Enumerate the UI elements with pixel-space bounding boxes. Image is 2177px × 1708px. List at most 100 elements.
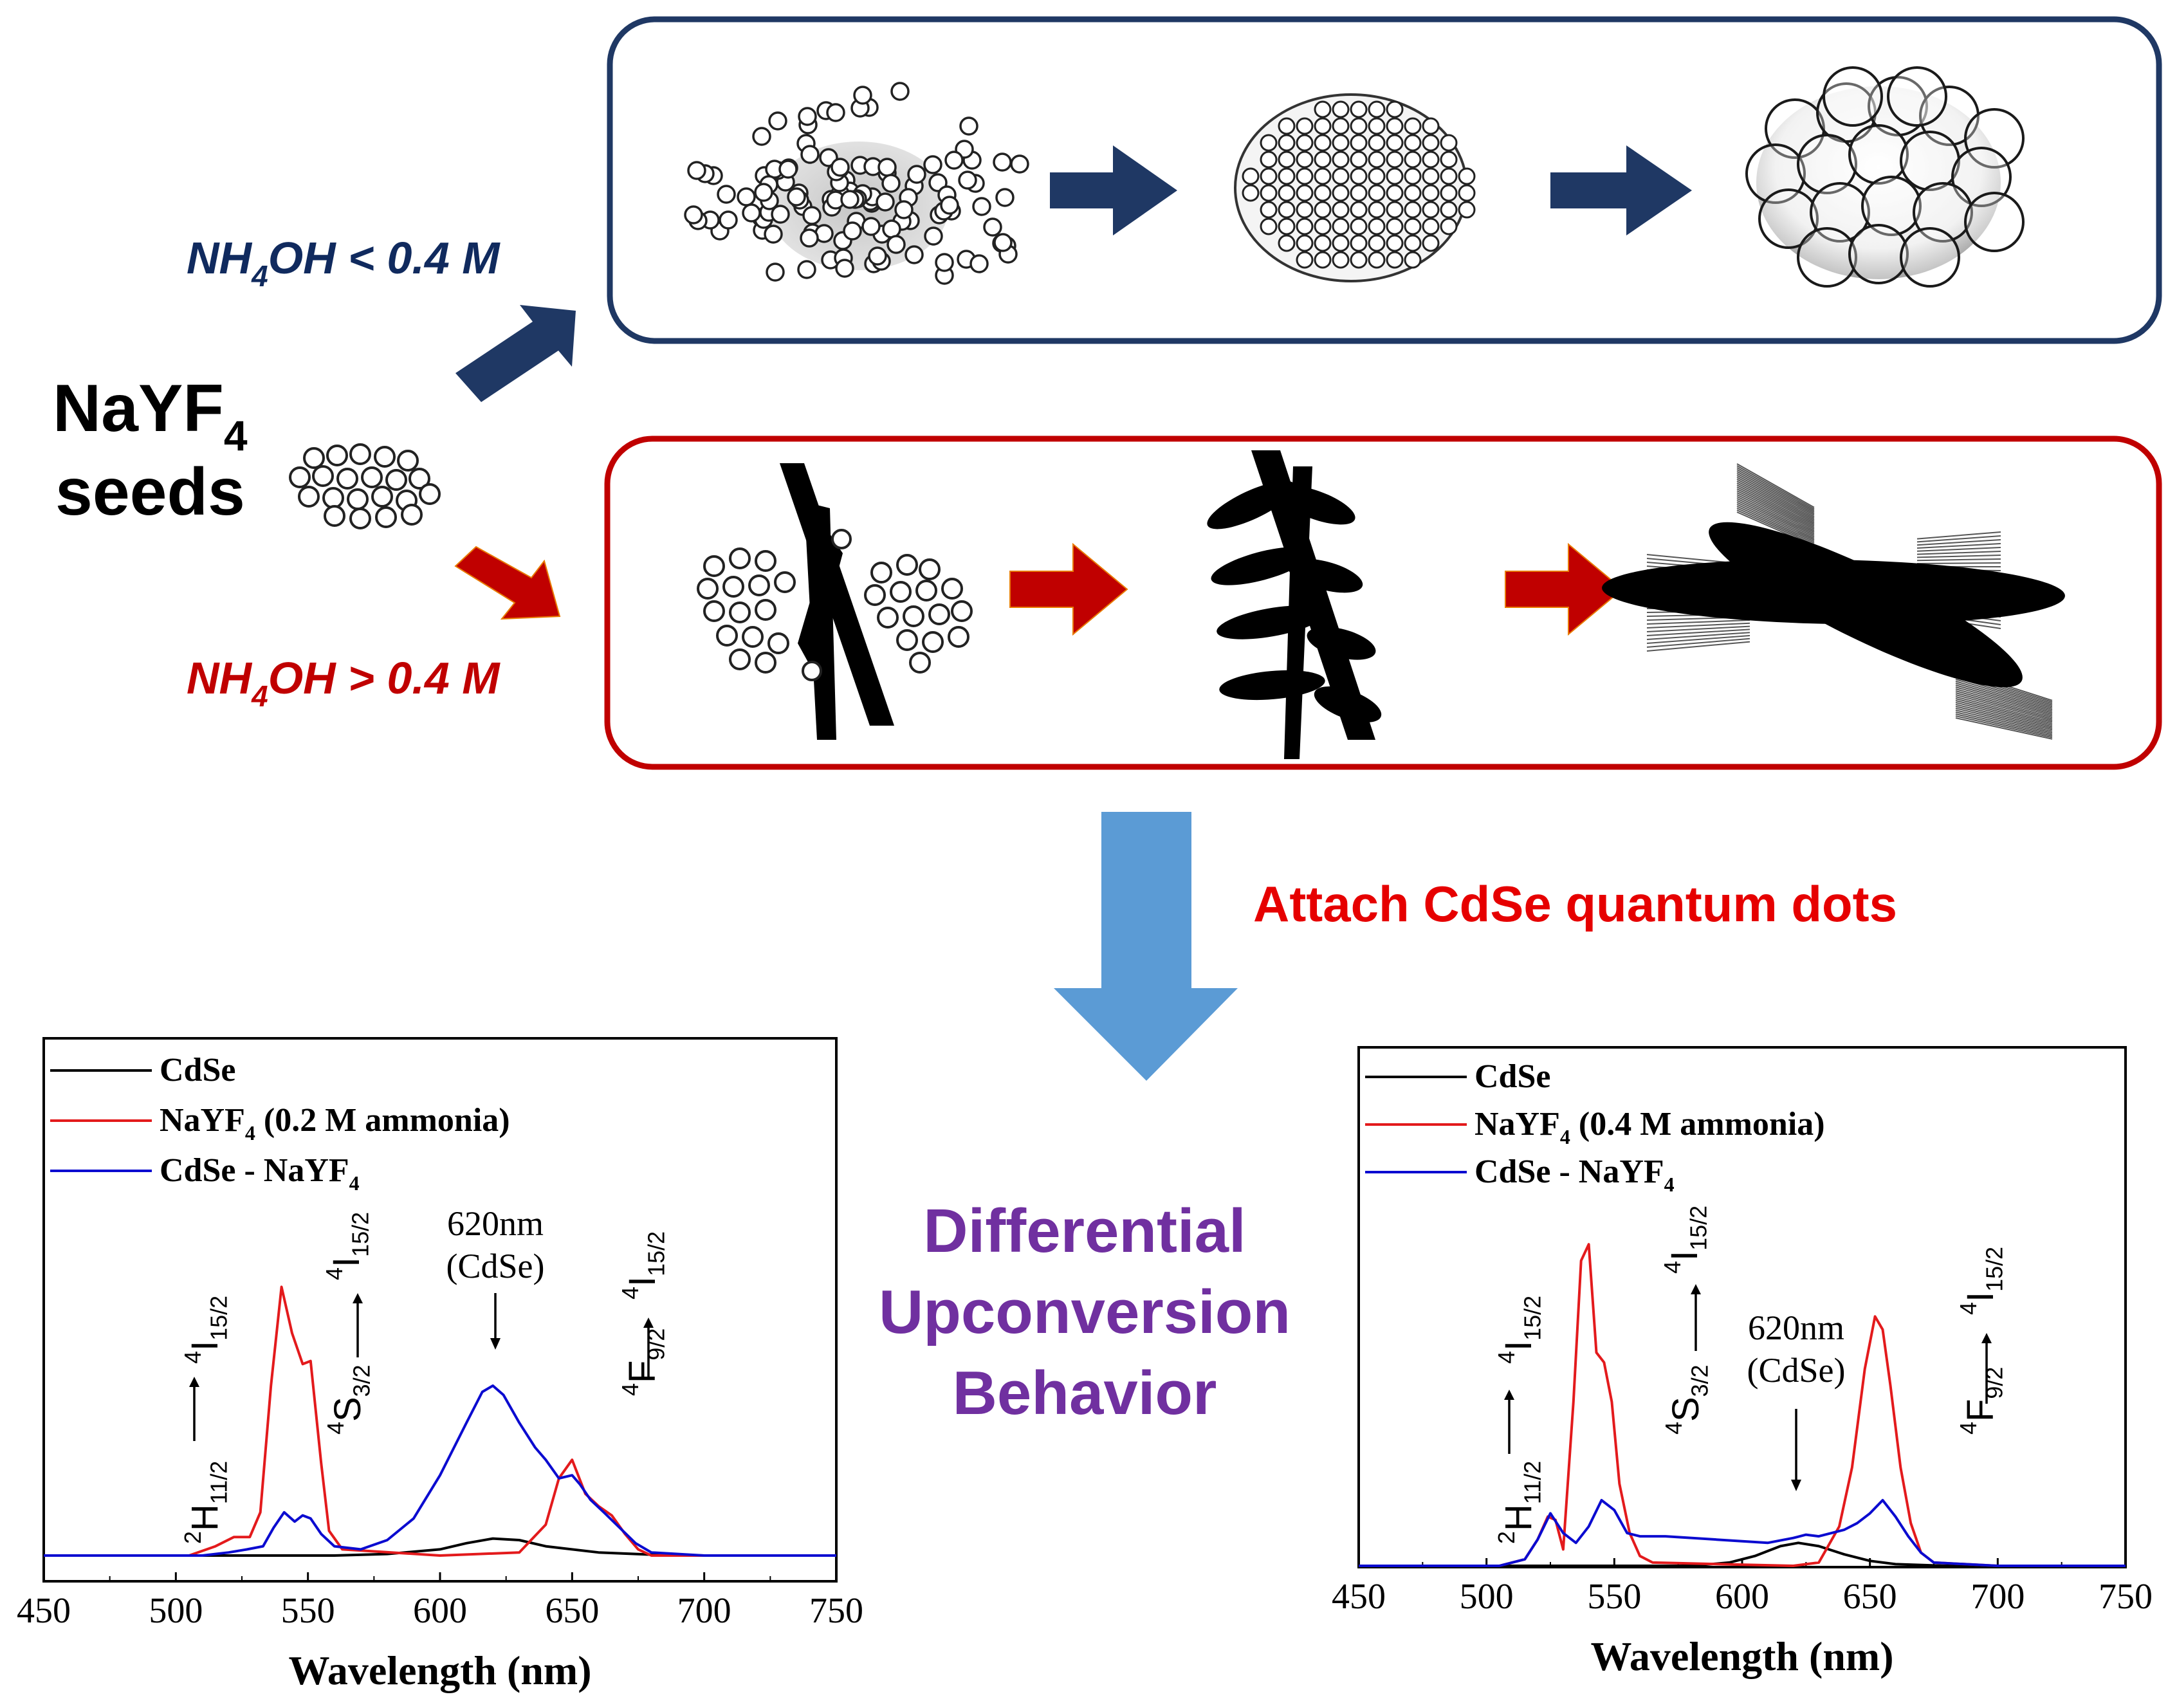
seed-particle <box>347 488 369 510</box>
peak-label: (CdSe) <box>1747 1351 1846 1390</box>
down-arrow-high-concentration <box>454 546 561 620</box>
fiber <box>1736 494 1815 533</box>
aggregate-particle <box>882 219 901 239</box>
sphere-particle <box>1368 201 1386 219</box>
sphere-particle <box>1296 151 1314 169</box>
aggregate-particle <box>778 160 798 179</box>
x-tick-label: 750 <box>2099 1577 2153 1617</box>
fiber <box>1955 706 2053 731</box>
sphere-particle <box>1404 201 1422 219</box>
fiber <box>1736 498 1815 536</box>
seed-particle <box>419 483 441 505</box>
fiber <box>1955 683 2053 712</box>
sphere-particle <box>1386 184 1404 202</box>
legend-entry: CdSe <box>1474 1058 1550 1095</box>
large-particle <box>1765 98 1825 159</box>
fiber <box>1736 479 1815 520</box>
aggregate-particle <box>840 190 859 209</box>
aggregate-particles <box>684 82 1029 285</box>
sphere-particle <box>1278 201 1296 219</box>
sphere-particle <box>1314 184 1332 202</box>
sphere-particle <box>1404 117 1422 135</box>
sphere-particle <box>1422 134 1440 152</box>
aggregate-particle <box>717 185 736 204</box>
bundle-diagonal <box>1709 522 2023 688</box>
fiber <box>1916 555 2001 558</box>
sphere-particle <box>1314 201 1332 219</box>
sphere-particle <box>1260 134 1278 152</box>
seed-particle <box>375 506 397 528</box>
sphere-particle <box>1350 251 1368 269</box>
large-particle <box>1900 131 1960 191</box>
legend-entry: CdSe <box>160 1052 235 1088</box>
fiber <box>1646 629 1750 636</box>
seed-particle <box>729 601 751 623</box>
peak-arrow-head <box>490 1338 501 1350</box>
sphere-particle <box>1368 100 1386 118</box>
sphere-particle <box>1440 134 1458 152</box>
seed-particle <box>312 465 334 487</box>
transition-arrow-head <box>189 1377 199 1387</box>
sphere-particle <box>1368 117 1386 135</box>
sphere-particle <box>1242 184 1260 202</box>
sphere-particle <box>1386 217 1404 235</box>
seed-particle <box>755 652 776 674</box>
fiber <box>1736 482 1815 524</box>
fiber <box>1736 463 1815 508</box>
sphere-particle <box>1350 217 1368 235</box>
process-arrow-2 <box>1550 145 1692 235</box>
sphere-particle <box>1278 151 1296 169</box>
seed-particle <box>915 580 937 601</box>
branch-leaf <box>1307 627 1376 660</box>
fiber <box>1955 692 2053 720</box>
behavior-line-1: Differential <box>923 1197 1245 1265</box>
up-arrow-low-concentration <box>455 305 576 402</box>
series-line-2 <box>1359 1499 2126 1567</box>
sphere-particle <box>1440 201 1458 219</box>
fiber <box>1955 681 2053 711</box>
seed-particle <box>349 508 371 529</box>
sphere-particle <box>1314 167 1332 185</box>
legend-entry: NaYF4 (0.4 M ammonia) <box>1474 1106 1825 1148</box>
fiber <box>1736 481 1815 522</box>
large-particle <box>1848 224 1909 284</box>
series-line-1 <box>1359 1243 2126 1567</box>
sphere-particle <box>1332 134 1350 152</box>
sphere-particle <box>1278 234 1296 252</box>
fiber <box>1736 500 1815 538</box>
sphere-particle <box>1404 234 1422 252</box>
large-particle <box>1823 66 1883 127</box>
x-tick-label: 650 <box>1843 1577 1897 1617</box>
aggregate-particle <box>886 235 906 254</box>
seed-particle <box>748 574 770 596</box>
sphere-particle <box>1404 134 1422 152</box>
fiber <box>1955 696 2053 723</box>
aggregate-particle <box>993 152 1012 172</box>
seed-particle <box>349 443 371 465</box>
sphere-particle <box>1386 100 1404 118</box>
aggregate-particle <box>737 187 756 207</box>
aggregate-particle <box>958 170 977 190</box>
fiber <box>1955 704 2053 729</box>
aggregate-particle <box>993 233 1013 252</box>
condition-high-label: NH4OH > 0.4 M <box>187 653 501 713</box>
seed-particle <box>322 487 344 509</box>
aggregate-particle <box>935 253 954 272</box>
x-tick-label: 500 <box>1460 1577 1514 1617</box>
sphere-particle <box>1314 217 1332 235</box>
fiber <box>1736 467 1815 511</box>
sphere-particle <box>1350 100 1368 118</box>
sphere-particle <box>1332 184 1350 202</box>
seed-particle <box>831 529 852 549</box>
large-particle <box>1861 176 1922 236</box>
sphere-particle <box>1350 134 1368 152</box>
fiber <box>1736 506 1815 542</box>
large-particle <box>1919 86 1980 146</box>
transition-4F9-2: 4F9/2 <box>617 1328 670 1396</box>
process-arrow-3 <box>1009 542 1128 636</box>
aggregate-particle <box>684 205 703 225</box>
seed-particle <box>697 578 719 600</box>
seed-particle <box>401 504 423 526</box>
sphere-particle <box>1350 151 1368 169</box>
